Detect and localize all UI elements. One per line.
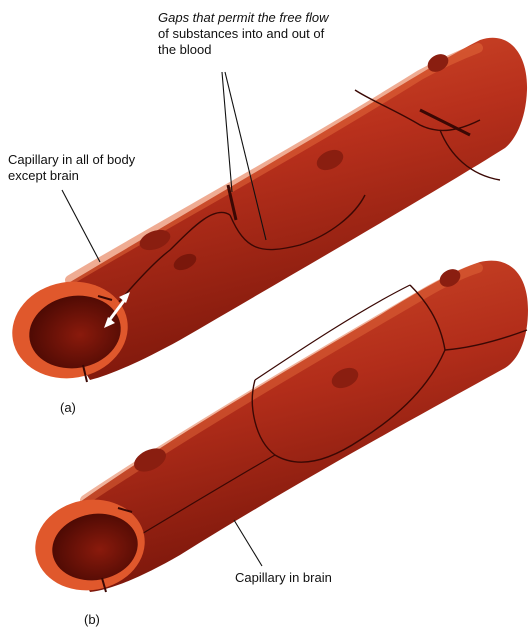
gaps-label-line-3: the blood bbox=[158, 42, 329, 58]
capillary-body-label-line-2: except brain bbox=[8, 168, 135, 184]
figure-b-label: (b) bbox=[84, 612, 100, 628]
gaps-label-line-2: of substances into and out of bbox=[158, 26, 329, 42]
leader-line-capillary-brain bbox=[234, 520, 262, 566]
gaps-label-line-1: Gaps that permit the free flow bbox=[158, 10, 329, 26]
leader-line-capillary-body bbox=[62, 190, 100, 262]
figure-a-label: (a) bbox=[60, 400, 76, 416]
capillary-brain-label: Capillary in brain bbox=[235, 570, 332, 586]
capillary-body-label-line-1: Capillary in all of body bbox=[8, 152, 135, 168]
gaps-label: Gaps that permit the free flow of substa… bbox=[158, 10, 329, 58]
capillary-body-label: Capillary in all of body except brain bbox=[8, 152, 135, 184]
leader-line-gaps-1 bbox=[222, 72, 232, 192]
